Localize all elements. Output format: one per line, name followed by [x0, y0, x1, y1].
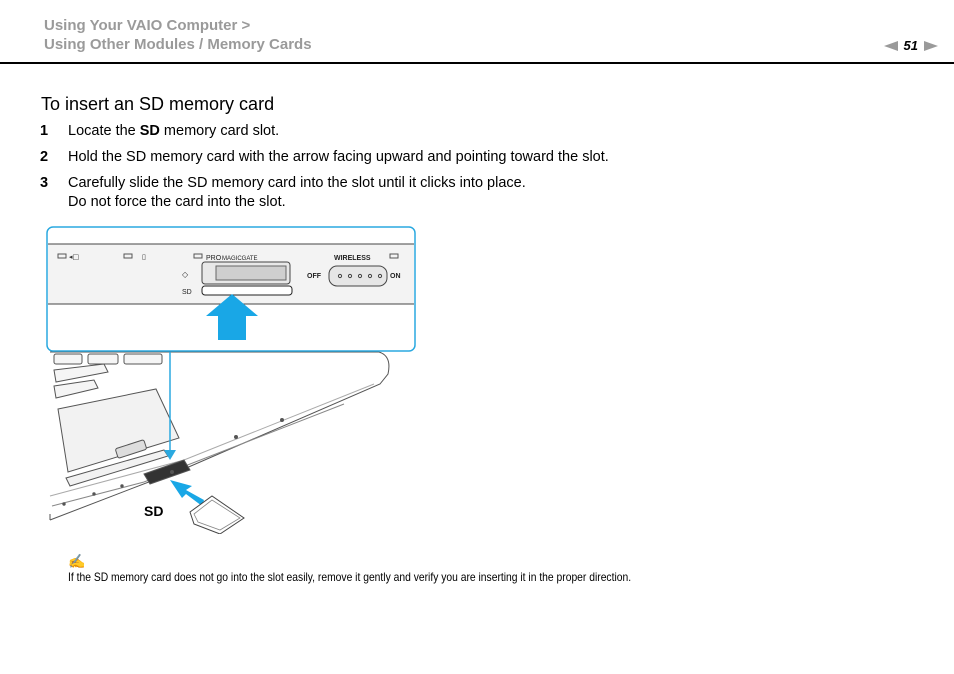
indicator-light-icon: [123, 253, 133, 259]
breadcrumb-line-1[interactable]: Using Your VAIO Computer >: [44, 17, 251, 34]
sd-slot-illustration: ◂□ ▯ PRO MAGICGATE WIRELESS SD ◇ OFF ON …: [46, 226, 416, 534]
note-text: If the SD memory card does not go into t…: [68, 570, 632, 584]
indicator-light-icon: [57, 253, 67, 259]
sd-card-label: SD: [144, 503, 163, 519]
section-title: To insert an SD memory card: [41, 94, 275, 114]
memory-card-icon: ◇: [182, 270, 189, 279]
previous-page-icon[interactable]: [883, 40, 898, 51]
indicator-light-icon: [193, 253, 203, 259]
breadcrumb: Using Your VAIO Computer > Using Other M…: [44, 16, 312, 54]
sd-slot-label: SD: [182, 289, 192, 296]
step-text: Locate the SD memory card slot.: [68, 123, 280, 139]
step-text-line-1: Carefully slide the SD memory card into …: [68, 175, 526, 191]
laptop-body: [49, 351, 390, 521]
step-text: Carefully slide the SD memory card into …: [68, 174, 526, 212]
svg-text:◂□: ◂□: [69, 253, 79, 261]
wireless-label: WIRELESS: [334, 255, 371, 262]
note: ✍ If the SD memory card does not go into…: [68, 554, 723, 584]
step-text: Hold the SD memory card with the arrow f…: [68, 149, 609, 165]
next-page-icon[interactable]: [924, 40, 938, 51]
page-number: 51: [903, 38, 918, 53]
magicgate-label: MAGICGATE: [222, 256, 258, 262]
insert-direction-arrow-icon: [206, 294, 258, 340]
step-text-line-2: Do not force the card into the slot.: [68, 194, 286, 210]
header-divider: [0, 62, 954, 64]
step-number: 3: [40, 175, 49, 191]
step-number: 1: [40, 123, 49, 139]
breadcrumb-line-2[interactable]: Using Other Modules / Memory Cards: [44, 36, 312, 53]
sd-card-slot: [201, 285, 293, 296]
step-item: 3 Carefully slide the SD memory card int…: [40, 174, 920, 212]
step-item: 2 Hold the SD memory card with the arrow…: [40, 148, 920, 167]
step-number: 2: [40, 149, 49, 165]
on-label: ON: [390, 273, 401, 280]
sd-card-icon: [189, 495, 245, 534]
indicator-light-icon: [389, 253, 399, 259]
step-item: 1 Locate the SD memory card slot.: [40, 122, 920, 141]
pencil-note-icon: ✍: [68, 553, 86, 569]
svg-text:▯: ▯: [142, 253, 146, 261]
front-panel: ◂□ ▯ PRO MAGICGATE WIRELESS SD ◇ OFF ON: [48, 243, 414, 305]
pro-label: PRO: [206, 255, 222, 262]
slot-insert-arrow-icon: [170, 480, 204, 506]
off-label: OFF: [307, 273, 322, 280]
page-navigation: 51: [883, 38, 938, 53]
step-emphasis: SD: [139, 123, 160, 139]
steps-list: 1 Locate the SD memory card slot. 2 Hold…: [40, 122, 920, 219]
